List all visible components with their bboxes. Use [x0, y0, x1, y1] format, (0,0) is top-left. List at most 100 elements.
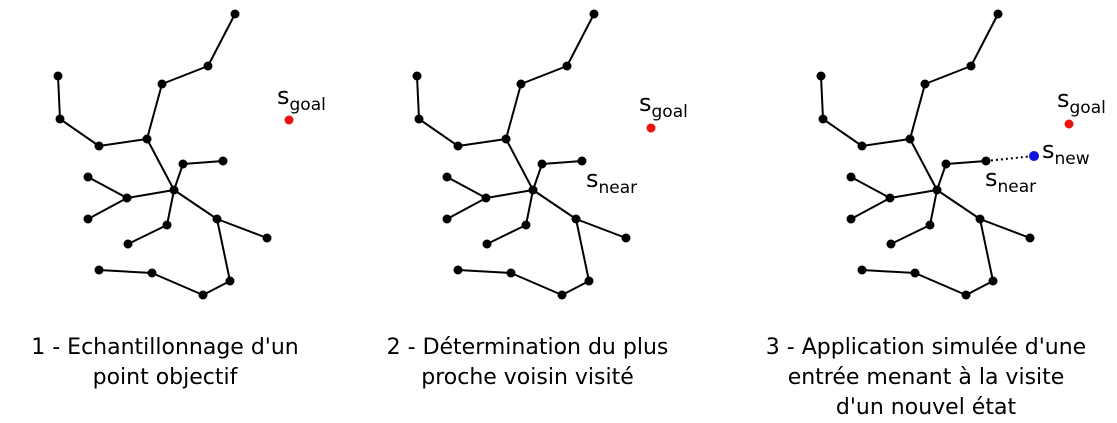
- tree-edge: [850, 197, 891, 220]
- tree-edge: [575, 218, 627, 239]
- tree-node: [198, 290, 208, 300]
- tree-node: [453, 141, 463, 151]
- tree-edge: [173, 189, 218, 220]
- panel-1-tree-diagram: [53, 9, 294, 300]
- tree-edge: [505, 138, 534, 191]
- tree-edge: [151, 272, 204, 296]
- tree-node: [557, 290, 567, 300]
- tree-node: [886, 239, 896, 249]
- tree-node: [94, 265, 104, 275]
- tree-node: [162, 220, 172, 230]
- tree-node: [122, 193, 132, 203]
- tree-node: [83, 214, 93, 224]
- tree-edge: [929, 189, 938, 226]
- tree-edge: [173, 163, 184, 191]
- tree-edge: [822, 118, 863, 147]
- tree-edge: [98, 138, 148, 147]
- tree-edge: [510, 272, 563, 296]
- new-node: [1029, 151, 1039, 161]
- tree-node: [506, 268, 516, 278]
- tree-edge: [182, 160, 224, 165]
- tree-node: [885, 193, 895, 203]
- tree-node: [537, 159, 547, 169]
- tree-node: [442, 172, 452, 182]
- tree-edge: [98, 269, 153, 274]
- tree-edge: [457, 138, 507, 147]
- tree-node: [414, 114, 424, 124]
- extension-edge: [985, 155, 1035, 162]
- tree-edge: [486, 224, 527, 245]
- tree-node: [482, 239, 492, 249]
- tree-node: [589, 9, 599, 19]
- tree-edge: [566, 13, 595, 67]
- tree-node: [169, 185, 179, 195]
- tree-edge: [446, 197, 487, 220]
- tree-node: [975, 214, 985, 224]
- caption-line: entrée menant à la visite: [787, 365, 1065, 390]
- panel-2-tree-diagram: [412, 9, 656, 300]
- tree-edge: [909, 138, 938, 191]
- tree-edge: [127, 224, 168, 245]
- tree-edge: [216, 218, 268, 239]
- caption-line: d'un nouvel état: [835, 395, 1017, 420]
- tree-edge: [87, 176, 128, 199]
- tree-node: [571, 214, 581, 224]
- tree-edge: [446, 176, 487, 199]
- tree-node: [1025, 233, 1035, 243]
- tree-node: [516, 79, 526, 89]
- tree-edge: [861, 269, 916, 274]
- tree-edge: [202, 280, 231, 296]
- tree-edge: [909, 83, 926, 140]
- tree-node: [521, 220, 531, 230]
- tree-node: [816, 71, 826, 81]
- tree-edge: [146, 138, 175, 191]
- tree-edge: [126, 189, 175, 199]
- tree-node: [501, 134, 511, 144]
- tree-node: [123, 239, 133, 249]
- tree-node: [94, 141, 104, 151]
- tree-node: [993, 9, 1003, 19]
- tree-node: [920, 79, 930, 89]
- caption-line: 2 - Détermination du plus: [386, 335, 669, 360]
- tree-edge: [57, 75, 61, 120]
- near-label-panel-3: snear: [985, 164, 1036, 197]
- tree-edge: [418, 118, 459, 147]
- tree-edge: [965, 280, 994, 296]
- tree-edge: [850, 176, 891, 199]
- tree-edge: [541, 160, 583, 165]
- goal-node: [1064, 119, 1074, 129]
- tree-node: [528, 185, 538, 195]
- tree-edge: [924, 65, 972, 85]
- tree-node: [178, 159, 188, 169]
- tree-node: [83, 172, 93, 182]
- tree-edge: [532, 189, 577, 220]
- tree-node: [147, 268, 157, 278]
- tree-edge: [525, 189, 534, 226]
- tree-edge: [945, 160, 987, 165]
- tree-node: [966, 61, 976, 71]
- tree-edge: [166, 189, 175, 226]
- tree-node: [846, 172, 856, 182]
- tree-edge: [979, 218, 1031, 239]
- tree-node: [442, 214, 452, 224]
- tree-node: [857, 265, 867, 275]
- tree-edge: [207, 13, 236, 67]
- caption-panel-3: 3 - Application simulée d'une entrée men…: [735, 333, 1117, 423]
- tree-edge: [979, 218, 994, 282]
- tree-edge: [890, 224, 931, 245]
- near-node: [577, 156, 587, 166]
- tree-edge: [146, 83, 163, 140]
- tree-node: [905, 134, 915, 144]
- tree-edge: [936, 189, 981, 220]
- tree-node: [621, 233, 631, 243]
- tree-node: [988, 276, 998, 286]
- goal-label-panel-2: sgoal: [639, 89, 688, 122]
- tree-node: [230, 9, 240, 19]
- tree-node: [910, 268, 920, 278]
- tree-edge: [520, 65, 568, 85]
- goal-node: [284, 115, 294, 125]
- goal-node: [646, 123, 656, 133]
- tree-node: [203, 61, 213, 71]
- goal-label-panel-3: sgoal: [1057, 85, 1106, 118]
